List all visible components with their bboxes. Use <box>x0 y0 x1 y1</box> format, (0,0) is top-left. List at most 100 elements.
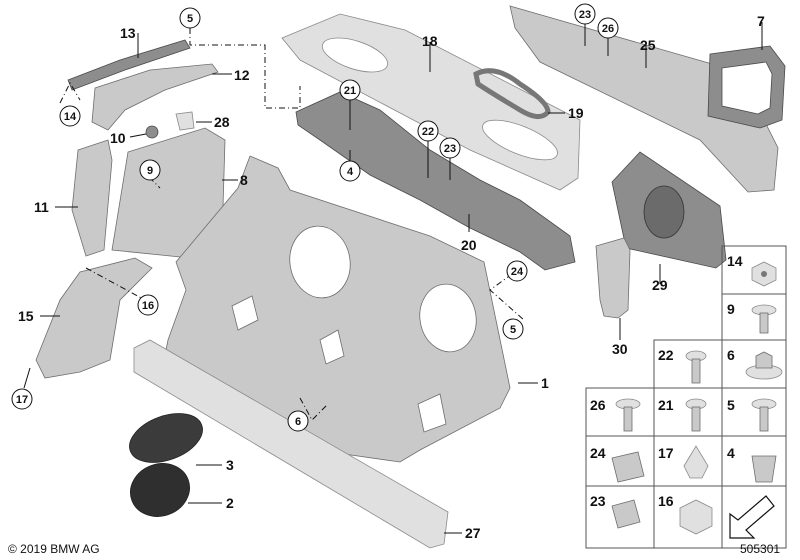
part-18-cutout-right <box>482 119 558 161</box>
callout-21: 21 <box>344 85 356 97</box>
leader-17 <box>23 367 31 389</box>
grid-label-17: 17 <box>658 445 674 461</box>
part-10-grommet <box>145 125 159 139</box>
fastener-23-clip <box>611 499 641 529</box>
grid-label-5: 5 <box>727 397 735 413</box>
callout-14: 14 <box>64 111 77 123</box>
copyright-text: © 2019 BMW AG <box>8 542 100 556</box>
label-28: 28 <box>214 114 230 130</box>
fastener-5-shank <box>759 406 769 432</box>
fastener-14-nut-hole <box>761 271 767 277</box>
callout-circle-23-top <box>574 3 596 25</box>
part-18-cutout-left <box>321 37 389 73</box>
grid-label-21: 21 <box>658 397 674 413</box>
part-19-ring-seal <box>473 68 551 119</box>
part-2-round-pad <box>130 463 190 517</box>
part-28-clip <box>175 111 195 131</box>
callout-circle-5-right <box>502 318 524 340</box>
dash-24 <box>489 273 525 321</box>
callout-23-top: 23 <box>579 9 591 21</box>
label-11: 11 <box>34 199 49 215</box>
callout-6: 6 <box>295 416 301 428</box>
part-1-slot-low <box>417 393 447 433</box>
part-3-oval-pad <box>129 413 203 463</box>
callout-23-mid: 23 <box>444 143 456 155</box>
grid-label-24: 24 <box>590 445 606 461</box>
callout-circle-26 <box>597 17 619 39</box>
grid-label-23: 23 <box>590 493 606 509</box>
callout-circle-9 <box>139 159 161 181</box>
callout-circle-16 <box>137 294 159 316</box>
label-20: 20 <box>461 237 477 253</box>
callout-16: 16 <box>142 300 154 312</box>
arrow-symbol <box>729 495 775 539</box>
grid-label-26: 26 <box>590 397 606 413</box>
callout-circle-23-mid <box>439 137 461 159</box>
dash-5-top <box>189 28 301 109</box>
part-27-bottom-strip <box>133 339 449 549</box>
callout-22: 22 <box>422 126 434 138</box>
label-3: 3 <box>226 457 234 473</box>
part-7-frame-duct-opening <box>721 61 773 115</box>
label-13: 13 <box>120 25 136 41</box>
part-20-support-bracket <box>295 91 576 271</box>
fastener-grid: 14 9 22 6 26 21 5 24 17 4 23 16 <box>585 245 787 549</box>
grid-label-4: 4 <box>727 445 735 461</box>
callout-26: 26 <box>602 23 614 35</box>
leader-10 <box>129 133 147 138</box>
part-13-trim-strip <box>67 39 191 91</box>
part-1-hole-right <box>419 283 477 353</box>
callout-24: 24 <box>511 266 524 278</box>
callout-circle-22 <box>417 120 439 142</box>
grid-label-22: 22 <box>658 347 674 363</box>
label-25: 25 <box>640 37 656 53</box>
callout-17: 17 <box>16 394 28 406</box>
part-1-hole-left <box>289 225 351 299</box>
callout-circle-5-top <box>179 7 201 29</box>
part-12-pillar-trim <box>91 63 219 131</box>
label-29: 29 <box>652 277 668 293</box>
fastener-22-shank <box>691 358 701 384</box>
label-27: 27 <box>465 525 481 541</box>
part-1-slot-mid <box>319 329 345 365</box>
dash-14 <box>59 81 81 104</box>
grid-label-9: 9 <box>727 301 735 317</box>
callout-5-right: 5 <box>510 324 516 336</box>
part-1-slot-left <box>231 295 259 331</box>
fastener-24-clip <box>611 451 645 483</box>
part-11-lower-pillar <box>71 139 113 257</box>
label-8: 8 <box>240 172 248 188</box>
label-18: 18 <box>422 33 438 49</box>
grid-label-6: 6 <box>727 347 735 363</box>
label-7: 7 <box>757 13 765 29</box>
part-29-speaker-cone <box>643 185 685 239</box>
fastener-16-nut <box>679 499 713 535</box>
label-10: 10 <box>110 130 126 146</box>
grid-label-14: 14 <box>727 253 743 269</box>
grid-label-16: 16 <box>658 493 674 509</box>
callout-9: 9 <box>147 165 153 177</box>
callout-4: 4 <box>347 166 354 178</box>
label-2: 2 <box>226 495 234 511</box>
part-30-tube <box>595 237 631 319</box>
fastener-6-hex <box>755 351 773 369</box>
callout-circle-6 <box>287 410 309 432</box>
fastener-21-shank <box>691 406 701 432</box>
label-30: 30 <box>612 341 628 357</box>
label-19: 19 <box>568 105 584 121</box>
diagram-number: 505301 <box>740 542 781 556</box>
dash-6 <box>299 397 329 421</box>
callout-circle-17 <box>11 388 33 410</box>
fastener-17-clip <box>683 445 709 479</box>
label-15: 15 <box>18 308 34 324</box>
label-12: 12 <box>234 67 250 83</box>
dash-16 <box>85 267 146 301</box>
callout-circle-4 <box>339 160 361 182</box>
fastener-4-nut <box>751 455 777 483</box>
callout-circle-24 <box>506 260 528 282</box>
fastener-9-shank <box>759 312 769 334</box>
fastener-26-shank <box>623 406 633 432</box>
label-1: 1 <box>541 375 549 391</box>
